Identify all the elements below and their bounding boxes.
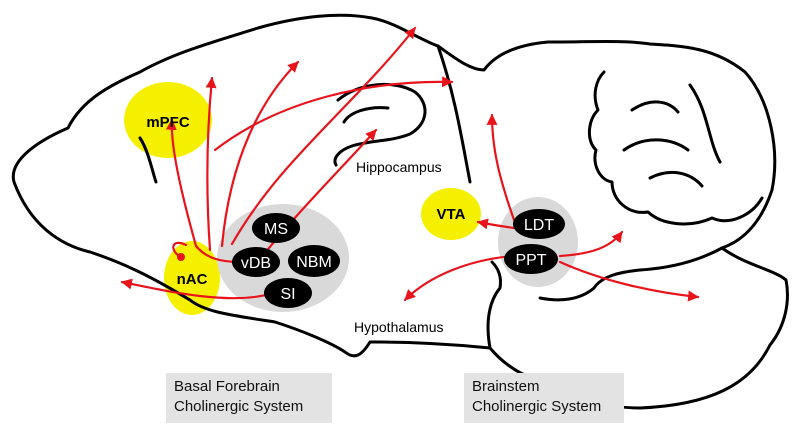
projection-to-midbrain bbox=[486, 113, 516, 222]
projection-to-posterior-cortex bbox=[230, 26, 417, 246]
projection-to-vta bbox=[476, 218, 516, 230]
ms-nucleus bbox=[252, 213, 300, 243]
basal-forebrain-caption: Basal Forebrain Cholinergic System bbox=[166, 373, 332, 423]
vta-label: VTA bbox=[437, 206, 466, 223]
ppt-nucleus bbox=[504, 244, 558, 274]
brain-outline bbox=[11, 13, 789, 410]
cerebellum-fold-3 bbox=[648, 170, 704, 188]
projection-to-medulla bbox=[558, 260, 700, 302]
projections bbox=[120, 26, 700, 302]
vdb-nucleus bbox=[232, 247, 280, 277]
mpfc-label: mPFC bbox=[146, 114, 190, 131]
brainstem-caption-line-2: Cholinergic System bbox=[472, 398, 602, 415]
hippocampus-label: Hippocampus bbox=[356, 159, 442, 175]
nbm-nucleus bbox=[288, 245, 340, 277]
projection-to-olfactory bbox=[120, 278, 272, 300]
basal-forebrain-caption-line-2: Cholinergic System bbox=[174, 398, 304, 415]
projection-to-mpfc bbox=[165, 118, 198, 248]
nac-label: nAC bbox=[177, 271, 208, 288]
cerebellum-fold-4 bbox=[688, 83, 722, 164]
si-nucleus bbox=[264, 278, 312, 308]
brainstem-outline bbox=[538, 246, 724, 302]
hippocampus-curve bbox=[333, 82, 427, 167]
nbm-label: NBM bbox=[296, 254, 332, 271]
si-label: SI bbox=[280, 286, 295, 303]
brainstem-caption-line-1: Brainstem bbox=[472, 378, 540, 395]
ms-label: MS bbox=[264, 221, 288, 238]
basal-forebrain-caption-line-1: Basal Forebrain bbox=[174, 378, 280, 395]
vdb-label: vDB bbox=[241, 255, 271, 272]
ppt-label: PPT bbox=[515, 252, 546, 269]
projection-to-cerebellum bbox=[558, 230, 624, 258]
brain-contour bbox=[11, 13, 789, 410]
cerebellum-fold-2 bbox=[622, 138, 690, 152]
basal-forebrain-group bbox=[217, 204, 349, 312]
pons-outline bbox=[486, 260, 502, 350]
brainstem-caption: Brainstem Cholinergic System bbox=[464, 373, 624, 423]
nac-loop-terminal bbox=[177, 253, 185, 261]
hippocampus-inner bbox=[342, 106, 390, 124]
cerebellum-fold-1 bbox=[630, 100, 680, 114]
projection-to-hypothalamus bbox=[403, 254, 514, 302]
cerebellum-outline bbox=[588, 70, 764, 226]
projection-to-hippocampus bbox=[256, 128, 378, 264]
ldt-nucleus bbox=[513, 209, 565, 239]
olfactory-divider bbox=[138, 136, 158, 184]
projection-to-frontal-cortex bbox=[205, 76, 217, 252]
hypothalamus-label: Hypothalamus bbox=[354, 319, 444, 335]
vta-region bbox=[421, 188, 481, 240]
ldt-label: LDT bbox=[524, 217, 554, 234]
projection-to-parietal-cortex bbox=[213, 76, 454, 152]
projection-to-dorsal-cortex bbox=[220, 60, 300, 248]
cortex-divider bbox=[436, 44, 472, 184]
